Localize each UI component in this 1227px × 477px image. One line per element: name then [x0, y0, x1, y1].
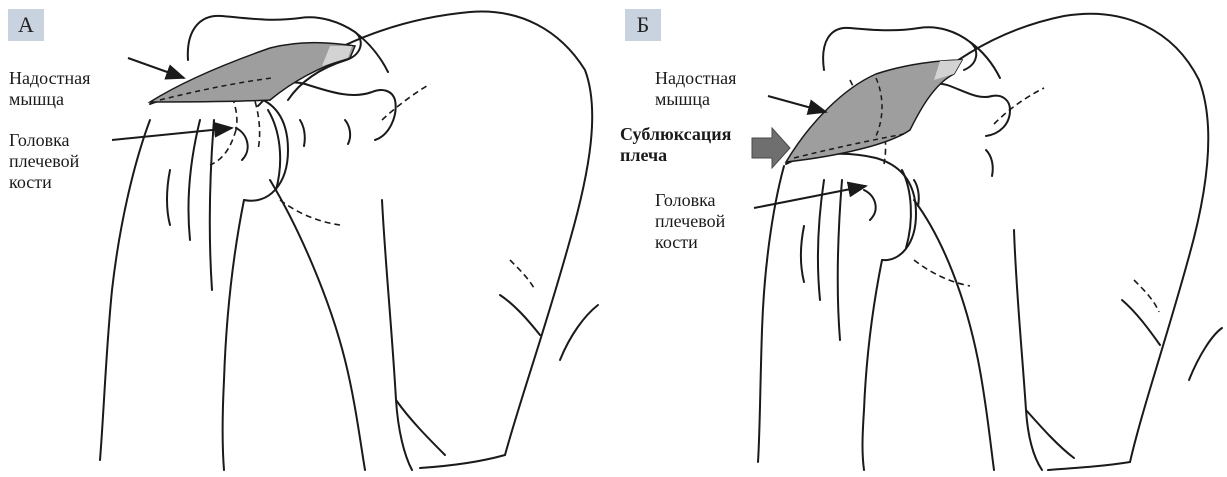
scapula-outline — [904, 14, 1208, 462]
label-humeral-head-b: Головка плечевой кости — [655, 190, 725, 253]
humerus-outline — [100, 120, 150, 460]
label-subluxation: Сублюксация плеча — [620, 124, 731, 166]
supraspinatus-band-a — [150, 43, 355, 103]
label-supraspinatus-b: Надостная мышца — [655, 68, 736, 110]
panel-letter-a: А — [8, 9, 44, 41]
humeral-head-arrow-b — [754, 186, 866, 208]
supraspinatus-arrow-b — [768, 96, 826, 112]
supraspinatus-arrow-a — [128, 58, 184, 78]
panel-letter-b: Б — [625, 9, 661, 41]
humerus-outline — [758, 166, 784, 462]
panel-a: А Надостная мышца Головка плечевой кости — [0, 0, 613, 477]
shoulder-drawing-a — [0, 0, 613, 477]
humeral-head-arrow-a — [112, 128, 232, 140]
subluxation-arrow — [752, 128, 790, 168]
label-humeral-head-a: Головка плечевой кости — [9, 130, 79, 193]
label-supraspinatus-a: Надостная мышца — [9, 68, 90, 110]
panel-b: Б Надостная мышца Сублюксация плеча Голо… — [614, 0, 1227, 477]
